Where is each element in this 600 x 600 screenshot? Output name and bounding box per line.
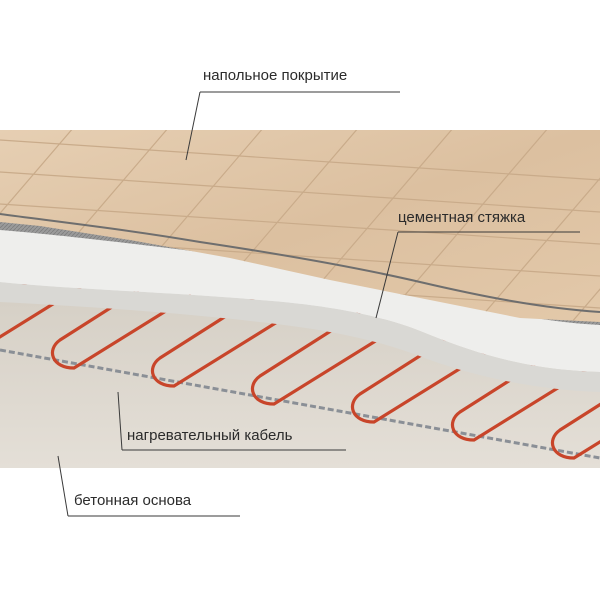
mesh-wire [0,348,600,460]
leader-lines [57,91,580,517]
screed-side-layer [0,228,600,372]
floor-covering-label: напольное покрытие [203,67,348,84]
concrete-base-label: бетонная основа [74,492,192,509]
cement-screed-label: цементная стяжка [398,209,526,226]
cable-loop [50,268,192,370]
cable-loop [250,304,392,406]
cable-loop [150,286,292,388]
tile-joint [0,139,600,181]
tile-edge [0,213,600,313]
tile-joint [469,130,600,322]
heating-cable-label: нагревательный кабель [127,427,293,444]
tile-joint [0,203,600,245]
tile-joint [0,130,81,322]
tile-joint [0,171,600,213]
cable-loop [350,322,492,424]
heating-cable [0,253,600,460]
cable-loop [450,340,592,442]
cable-loop [550,402,600,460]
tile-joint [564,130,600,322]
screed-shadow [0,282,600,392]
